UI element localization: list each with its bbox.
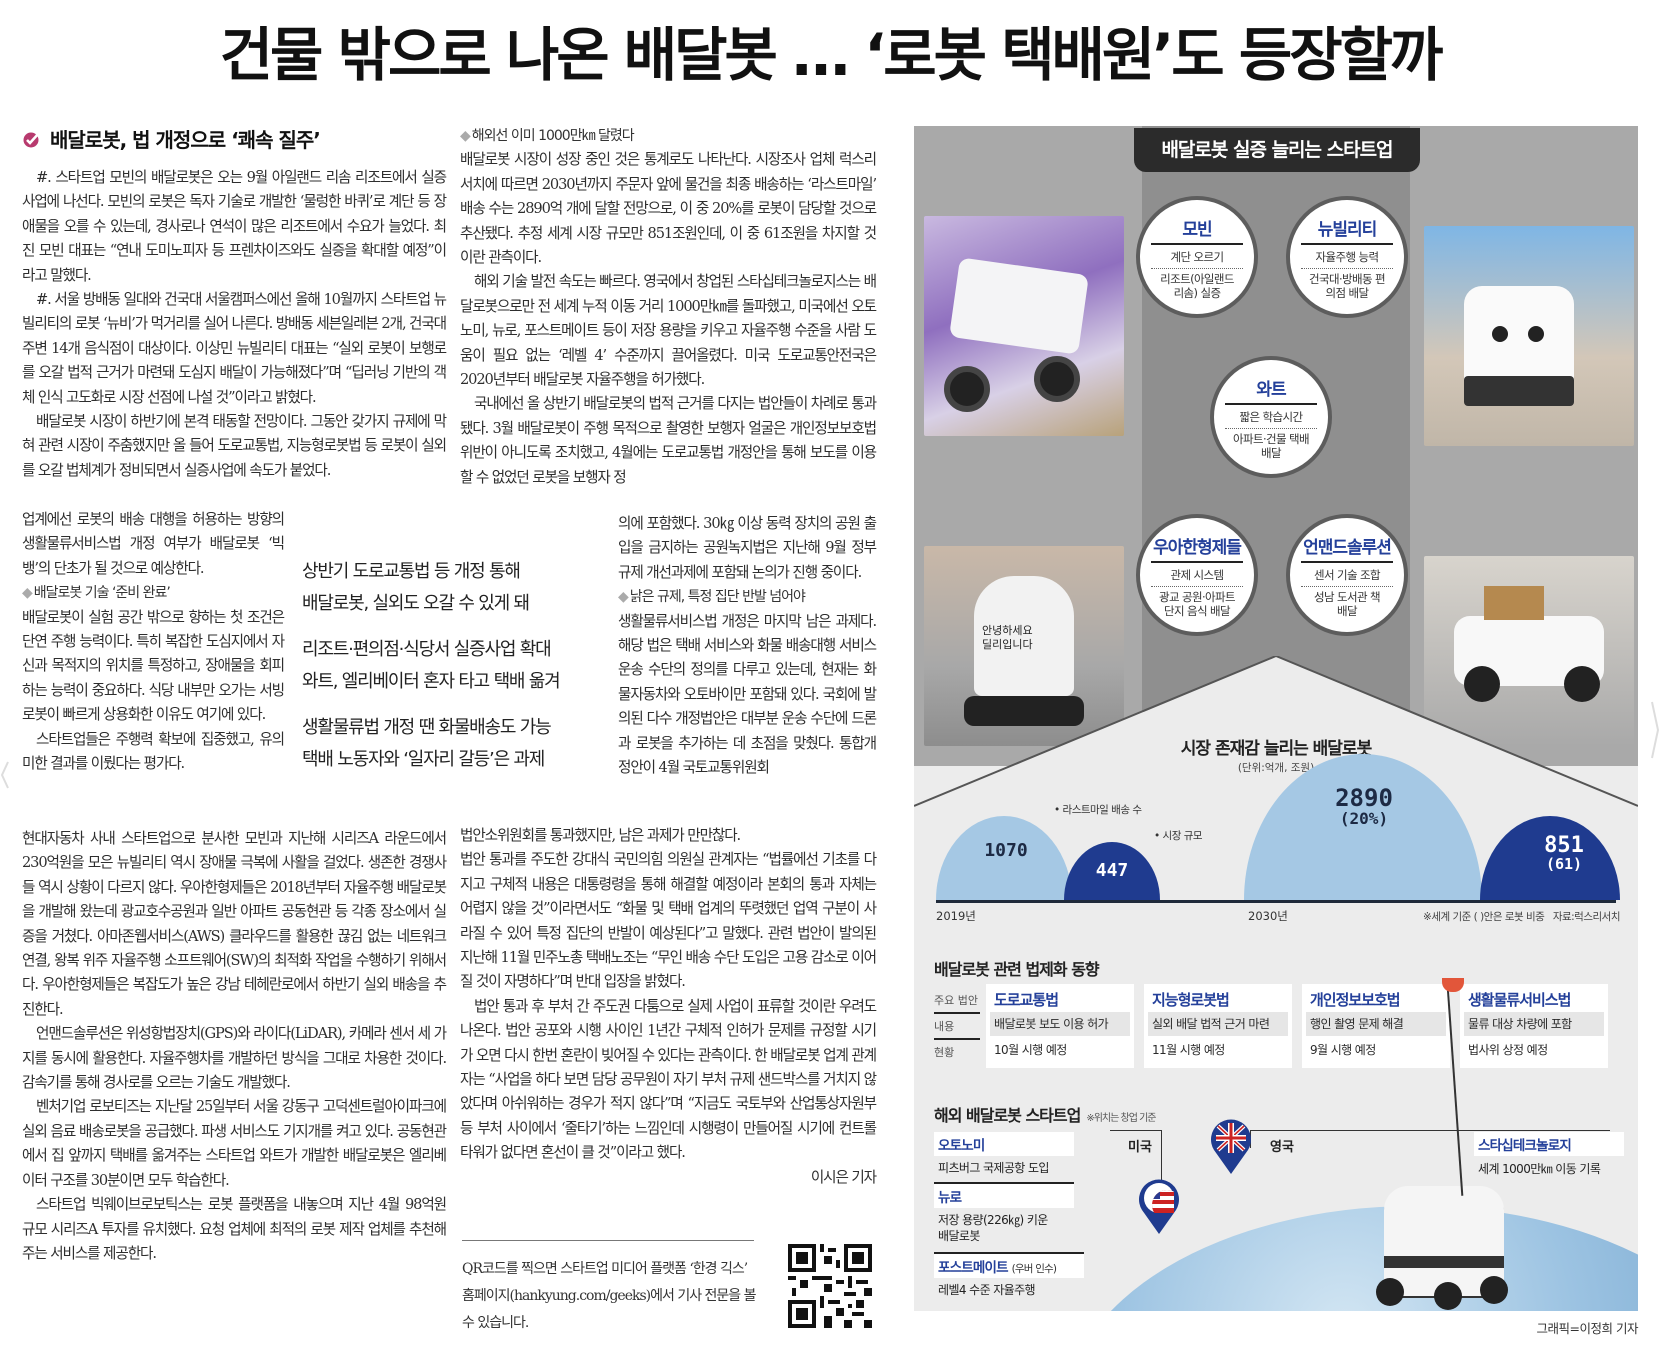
graphic-credit: 그래픽=이정희 기자 [1536,1321,1639,1336]
paragraph: 스타트업들은 주행력 확보에 집중했고, 유의미한 결과를 이뤘다는 평가다. [22,730,285,773]
chart-title: 시장 존재감 늘리는 배달로봇 [1180,739,1372,759]
overseas-startup-autonomy: 오토노미 피츠버그 국제공항 도입 [934,1132,1074,1180]
paragraph: 벤처기업 로보티즈는 지난달 25일부터 서울 강동구 고덕센트럴아이파크에 실… [22,1098,447,1189]
paragraph: 해외 기술 발전 속도는 빠르다. 영국에서 창업된 스타십테크놀로지스는 배달… [460,273,877,389]
article-column-1b: 업계에선 로봇의 배송 대행을 허용하는 방향의 생활물류서비스법 개정 여부가… [22,508,285,776]
unmanned-solution-robot-photo [1424,556,1634,746]
paragraph: 국내에선 올 상반기 배달로봇의 법적 근거를 다지는 법안들이 차례로 통과됐… [460,395,877,486]
subheading: 해외선 이미 1000만㎞ 달렸다 [460,124,876,148]
paragraph: 배달로봇 시장이 하반기에 본격 태동할 전망이다. 그동안 갖가지 규제에 막… [22,413,447,479]
startup-card-watt: 와트 짧은 학습시간 아파트·건물 택배 배달 [1210,356,1332,478]
subheading: 배달로봇 기술 ‘준비 완료’ [22,581,284,605]
chart-note: ※세계 기준 ( )안은 로봇 비중 자료:럭스리서치 [1423,911,1620,923]
country-label-us: 미국 [1128,1140,1152,1155]
paragraph: #. 스타트업 모빈의 배달로봇은 오는 9월 아일랜드 리솜 리조트에서 실증… [22,169,447,284]
paragraph: 법안 통과 후 부처 간 주도권 다툼으로 실제 사업이 표류할 것이란 우려도… [460,997,877,1162]
law-column: 지능형로봇법 실외 배달 법적 근거 마련 11월 시행 예정 [1144,984,1292,1068]
prev-arrow-icon[interactable] [0,760,10,790]
paragraph: 현대자동차 사내 스타트업으로 분사한 모빈과 지난해 시리즈A 라운드에서 2… [22,830,447,1018]
article-column-1c: 현대자동차 사내 스타트업으로 분사한 모빈과 지난해 시리즈A 라운드에서 2… [22,827,447,1266]
uk-flag-pin-icon [1211,1119,1251,1174]
paragraph: 배달로봇이 실험 공간 밖으로 향하는 첫 조건은 단연 주행 능력이다. 특히… [22,608,285,724]
mobinn-robot-photo [924,216,1124,436]
check-icon [23,131,40,147]
paragraph: 업계에선 로봇의 배송 대행을 허용하는 방향의 생활물류서비스법 개정 여부가… [22,511,285,577]
overseas-startup-postmates: 포스트메이트 (우버 인수) 레벨4 수준 자율주행 [934,1252,1084,1302]
paragraph: 언맨드솔루션은 위성항법장치(GPS)와 라이다(LiDAR), 카메라 센서 … [22,1025,447,1092]
chart-baseline [936,900,1616,903]
paragraph: 스타트업 빅웨이브로보틱스는 로봇 플랫폼을 내놓으며 지난 4월 98억원 규… [22,1196,447,1262]
robot-flag [1442,978,1464,992]
divider [462,1240,754,1241]
pull-quote: 생활물류법 개정 땐 화물배송도 가능 택배 노동자와 ‘일자리 갈등’은 과제 [302,717,552,770]
startup-card-woowa: 우아한형제들 관제 시스템 광교 공원·아파트 단지 음식 배달 [1136,514,1258,636]
law-column: 도로교통법 배달로봇 보도 이용 허가 10월 시행 예정 [986,984,1134,1068]
value-2019-delivery: 1070 [984,840,1028,861]
infographic-title: 배달로봇 실증 늘리는 스타트업 [1134,128,1420,172]
next-arrow-icon[interactable] [1650,700,1660,760]
pull-quote: 리조트·편의점·식당서 실증사업 확대 와트, 엘리베이터 혼자 타고 택배 옮… [302,639,561,692]
starship-robot-illustration [1376,1186,1508,1310]
article-column-2c: 법안소위원회를 통과했지만, 남은 과제가 만만찮다. 법안 통과를 주도한 강… [460,824,877,1190]
byline: 이시은 기자 [810,1168,877,1186]
year-label-2030: 2030년 [1248,909,1288,923]
qr-code-icon[interactable] [788,1244,872,1328]
neubility-robot-photo [1424,226,1634,446]
section-heading: 배달로봇, 법 개정으로 ‘쾌속 질주’ [22,124,321,153]
article-column-2a: 해외선 이미 1000만㎞ 달렸다 배달로봇 시장이 성장 중인 것은 통계로도… [460,124,877,490]
legend-market: • 시장 규모 [1154,830,1203,842]
startup-card-mobinn: 모빈 계단 오르기 리조트(아일랜드 리솜) 실증 [1136,196,1258,318]
subheading: 낡은 규제, 특정 집단 반발 넘어야 [618,585,876,609]
paragraph: 법안 통과를 주도한 강대식 국민의힘 의원실 관계자는 “법률에선 기초를 다… [460,851,877,991]
section-heading-text: 배달로봇, 법 개정으로 ‘쾌속 질주’ [50,128,321,152]
value-2019-market: 447 [1095,860,1129,881]
headline: 건물 밖으로 나온 배달봇 … ‘로봇 택배원’도 등장할까 [219,21,1444,89]
article-column-2b: 의에 포함했다. 30㎏ 이상 동력 장치의 공원 출입을 금지하는 공원녹지법… [618,512,877,780]
qr-note: QR코드를 찍으면 스타트업 미디어 플랫폼 ‘한경 긱스’ 홈페이지(hank… [462,1261,757,1331]
law-column: 개인정보보호법 행인 촬영 문제 해결 9월 시행 예정 [1302,984,1450,1068]
legend-delivery: • 라스트마일 배송 수 [1054,804,1142,816]
robot-sign-text: 안녕하세요 딜리입니다 [982,624,1033,651]
overseas-startup-starship: 스타십테크놀로지 세계 1000만㎞ 이동 기록 [1474,1132,1624,1181]
paragraph: 법안소위원회를 통과했지만, 남은 과제가 만만찮다. [460,827,741,844]
article-column-1a: #. 스타트업 모빈의 배달로봇은 오는 9월 아일랜드 리솜 리조트에서 실증… [22,166,447,483]
paragraph: 생활물류서비스법 개정은 마지막 남은 과제다. 해당 법은 택배 서비스와 화… [618,612,877,777]
infographic: 안녕하세요 딜리입니다 배달로봇 실증 늘리는 스타트업 모빈 계단 오르기 리… [914,126,1638,1311]
year-label-2019: 2019년 [936,909,976,923]
baemin-robot-photo: 안녕하세요 딜리입니다 [924,546,1124,746]
us-flag-pin-icon [1139,1179,1179,1234]
overseas-startup-nuro: 뉴로 저장 용량(226㎏) 키운 배달로봇 [934,1182,1074,1248]
law-table-title: 배달로봇 관련 법제화 동향 [934,960,1100,979]
pull-quotes: 상반기 도로교통법 등 개정 통해 배달로봇, 실외도 오갈 수 있게 돼 리조… [302,556,602,790]
pull-quote: 상반기 도로교통법 등 개정 통해 배달로봇, 실외도 오갈 수 있게 돼 [302,561,530,614]
law-column: 생활물류서비스법 물류 대상 차량에 포함 법사위 상정 예정 [1460,984,1608,1068]
value-2030-delivery: 2890 (20%) [1335,784,1393,829]
overseas-title: 해외 배달로봇 스타트업※위치는 창업 기준 [934,1106,1156,1125]
startup-card-neubility: 뉴빌리티 자율주행 능력 건국대·방배동 편의점 배달 [1286,196,1408,318]
paragraph: 배달로봇 시장이 성장 중인 것은 통계로도 나타난다. 시장조사 업체 럭스리… [460,151,877,267]
value-2030-market: 851 (61) [1544,833,1584,874]
paragraph: 의에 포함했다. 30㎏ 이상 동력 장치의 공원 출입을 금지하는 공원녹지법… [618,515,877,581]
chart-unit: (단위:억개, 조원) [1237,762,1315,774]
startup-card-unmanned-solution: 언맨드솔루션 센서 기술 조합 성남 도서관 책 배달 [1286,514,1408,636]
law-row-labels: 주요 법안 내용 현황 [934,988,980,1066]
country-label-uk: 영국 [1270,1140,1294,1155]
paragraph: #. 서울 방배동 일대와 건국대 서울캠퍼스에선 올해 10월까지 스타트업 … [22,291,447,406]
